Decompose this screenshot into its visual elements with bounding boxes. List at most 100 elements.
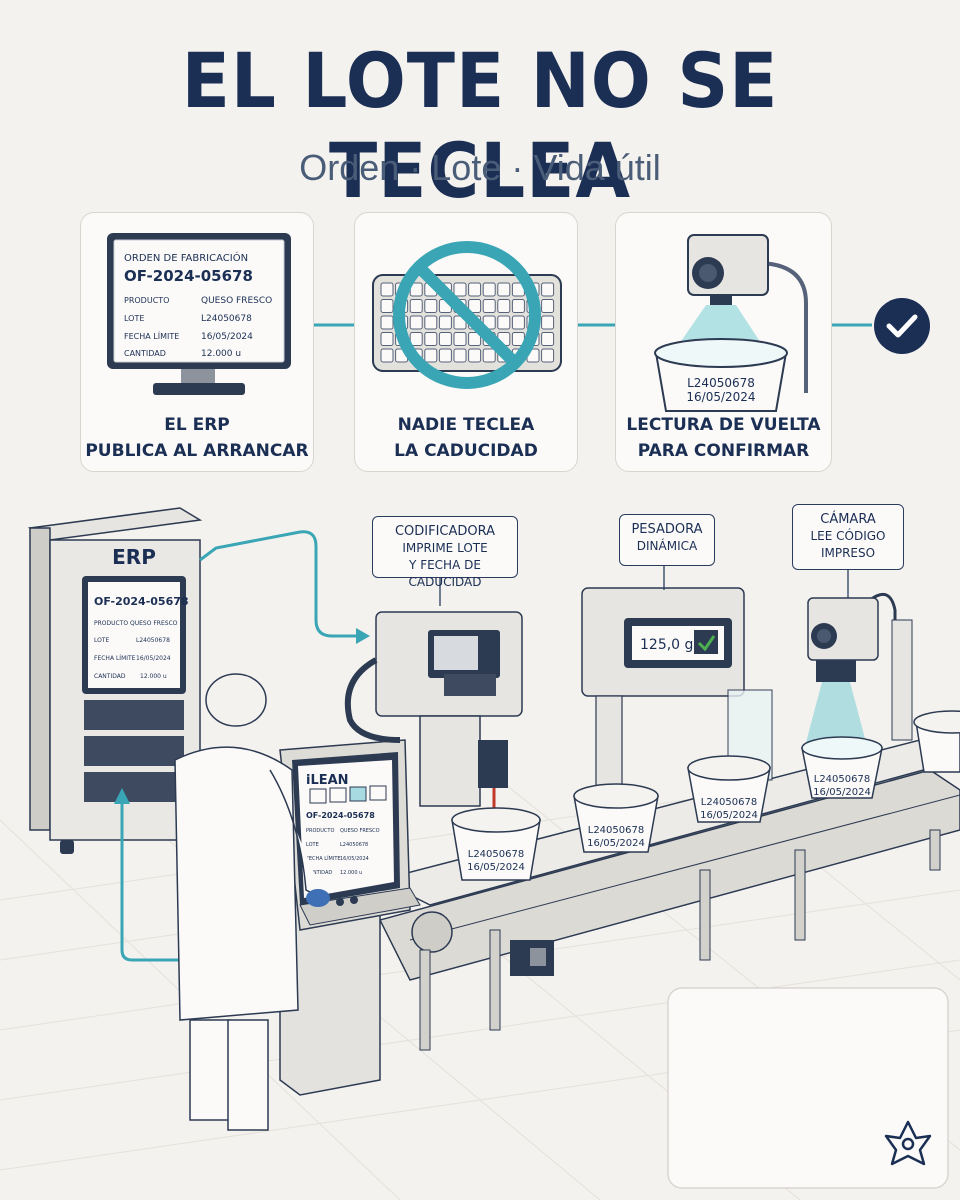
hmi-row-v: 12.000 u [340,870,362,876]
keyboard-key [541,282,555,297]
callout-scale: PESADORA DINÁMICA [619,514,715,566]
keyboard-key [380,282,394,297]
callout-coder: CODIFICADORA IMPRIME LOTE Y FECHA DE CAD… [372,516,518,589]
tub: L24050678 16/05/2024 [687,755,771,823]
keyboard-key [453,282,467,297]
erp-cabinet: ERP OF-2024-05678 PRODUCTO QUESO FRESCO … [27,507,203,854]
check-badge-icon [874,298,930,354]
keyboard-key [468,299,482,313]
keyboard-key [541,299,555,313]
step-label: NADIE TECLEA [397,415,535,435]
keyboard-key [453,332,467,346]
keyboard-key [541,315,555,330]
keyboard-key [409,299,423,313]
keyboard-key [380,348,394,363]
callout-line: LEE CÓDIGO [810,529,886,543]
keyboard-key [453,348,467,363]
product-tubs: L24050678 16/05/2024 L24050678 16/05/202… [451,710,960,881]
monitor-row-v: L24050678 [201,314,252,324]
keyboard-key [497,315,511,330]
callout-line: Y FECHA DE CADUCIDAD [408,558,482,589]
monitor-row-v: QUESO FRESCO [201,296,272,306]
brand-logo-icon [884,1120,932,1166]
keyboard-key [380,299,394,313]
keyboard-key [438,348,452,363]
tub: L24050678 16/05/2024 [801,736,883,799]
keyboard-key [511,315,525,330]
erp-row-v: 12.000 u [140,673,167,680]
erp-row-v: QUESO FRESCO [130,620,178,627]
keyboard-key [424,299,438,313]
tub-date: 16/05/2024 [700,810,758,821]
keyboard-key [380,332,394,346]
keyboard-key [541,332,555,346]
tub-lot: L24050678 [468,849,524,860]
callout-line: CÁMARA [820,512,876,527]
step-label: LECTURA DE VUELTA [626,415,821,435]
tub-lot: L24050678 [687,376,755,390]
callout-line: CODIFICADORA [394,524,496,539]
hmi-brand: iLEAN [306,773,349,788]
monitor-row-v: 12.000 u [201,349,241,359]
hmi-row-k: CANTIDAD [306,870,332,876]
hmi-order: OF-2024-05678 [306,811,375,820]
keyboard-key [482,299,496,313]
step-card-erp: ORDEN DE FABRICACIÓN OF-2024-05678 PRODU… [80,212,314,472]
page-title: EL LOTE NO SE TECLEA [181,36,779,215]
keyboard-key [497,299,511,313]
scale-display: 125,0 g [640,637,693,653]
erp-row-v: L24050678 [136,637,170,644]
keyboard-key [380,315,394,330]
erp-row-k: FECHA LÍMITE [94,655,136,662]
keyboard-key [409,315,423,330]
keyboard-key [497,282,511,297]
vision-camera [804,592,913,750]
hmi-row-k: FECHA LÍMITE [306,855,341,862]
keyboard-key [482,282,496,297]
monitor-order: OF-2024-05678 [124,267,253,285]
tub-lot: L24050678 [814,774,870,785]
erp-row-k: CANTIDAD [94,673,126,680]
step-label: PUBLICA AL ARRANCAR [85,441,309,461]
step-label: LA CADUCIDAD [394,441,538,461]
keyboard-key [424,315,438,330]
hmi-row-v: QUESO FRESCO [340,828,380,834]
keyboard-key [511,299,525,313]
erp-row-v: 16/05/2024 [136,655,171,662]
keyboard-key [424,348,438,363]
callout-line: IMPRESO [820,546,876,560]
monitor-icon: ORDEN DE FABRICACIÓN OF-2024-05678 PRODU… [107,233,291,395]
monitor-row-k: PRODUCTO [124,296,169,305]
step-label: EL ERP [164,415,230,435]
keyboard-key [468,332,482,346]
callout-line: DINÁMICA [636,539,698,553]
tub-date: 16/05/2024 [686,390,755,404]
keyboard-key [482,348,496,363]
tub-date: 16/05/2024 [587,838,645,849]
step-label: PARA CONFIRMAR [637,441,810,461]
tub-lot: L24050678 [588,825,644,836]
keyboard-key [424,332,438,346]
step-card-readback: L24050678 16/05/2024 LECTURA DE VUELTA P… [615,212,832,472]
coder-machine [344,611,523,810]
keyboard-key [438,332,452,346]
monitor-row-v: 16/05/2024 [201,332,253,342]
erp-row-k: LOTE [94,637,110,644]
hmi-row-k: PRODUCTO [306,828,334,834]
callout-camera: CÁMARA LEE CÓDIGO IMPRESO [792,504,904,570]
callout-line: PESADORA [631,522,703,537]
keyboard-key [409,332,423,346]
monitor-row-k: CANTIDAD [124,349,166,358]
tub: L24050678 16/05/2024 [451,807,541,881]
camera-icon: L24050678 16/05/2024 [654,234,808,412]
hmi-row-k: LOTE [306,842,319,848]
step-connectors [314,323,872,327]
step-card-no-typing: NADIE TECLEA LA CADUCIDAD [354,212,578,472]
tub [913,710,960,773]
callout-line: IMPRIME LOTE [402,541,488,555]
erp-order: OF-2024-05678 [94,595,189,608]
tub-date: 16/05/2024 [813,787,871,798]
page-subtitle: Orden · Lote · Vida útil [299,147,661,188]
monitor-heading: ORDEN DE FABRICACIÓN [124,251,248,264]
